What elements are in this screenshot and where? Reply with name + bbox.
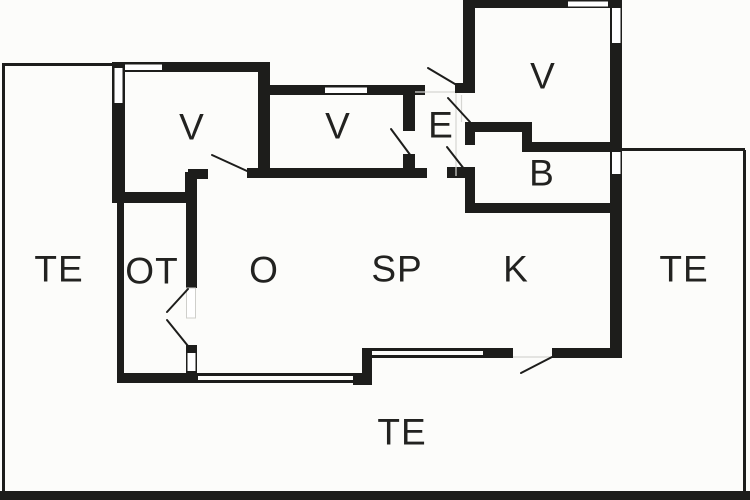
window-marker (612, 8, 621, 43)
door-swing-line (390, 128, 412, 157)
terrace-border-line (622, 148, 745, 151)
door-swing-line (447, 97, 471, 123)
room-label-ot: OT (125, 250, 179, 292)
wall-segment (463, 0, 475, 93)
wall-segment (258, 62, 270, 178)
terrace-border-line (2, 63, 113, 66)
wall-segment (362, 348, 372, 385)
room-label-e: E (428, 104, 454, 146)
wall-segment (403, 154, 415, 178)
room-label-o: O (249, 249, 279, 291)
window-band-line (198, 373, 353, 376)
room-label-b: B (529, 152, 555, 194)
terrace-border-line (743, 150, 746, 493)
wall-segment (483, 348, 513, 358)
door-swing-line (427, 67, 461, 88)
window-marker (612, 152, 621, 174)
wall-segment (117, 203, 124, 383)
door-swing-line (520, 356, 553, 374)
window-band-line (372, 348, 483, 351)
wall-segment (465, 122, 475, 145)
wall-segment (247, 168, 427, 178)
ground-line (0, 491, 750, 500)
wall-segment (522, 142, 612, 152)
wall-segment (552, 348, 617, 358)
window-marker (568, 1, 608, 7)
door-swing-line (446, 146, 469, 175)
door-swing-line (166, 319, 189, 347)
window-marker (187, 353, 196, 371)
door-leaf (186, 287, 196, 319)
windows (114, 1, 621, 371)
wall-segment (188, 169, 208, 179)
room-label-sp: SP (371, 248, 423, 290)
room-label-v-n: V (325, 105, 351, 147)
window-marker (114, 68, 123, 103)
room-label-k: K (503, 248, 529, 290)
wall-segment (112, 192, 197, 203)
room-label-v-ne: V (530, 55, 556, 97)
wall-segment (465, 168, 475, 213)
terrace-borders (0, 63, 750, 500)
door-swing-line (211, 154, 248, 172)
wall-segment (610, 0, 622, 358)
terrace-border-line (2, 63, 5, 493)
room-label-te-east: TE (659, 248, 709, 290)
room-label-te-west: TE (34, 248, 84, 290)
door-swings (166, 67, 553, 374)
room-label-v-nw: V (179, 106, 205, 148)
wall-segment (112, 62, 270, 72)
window-band-line (198, 380, 353, 383)
door-swing-line (166, 288, 189, 313)
window-marker (325, 87, 367, 93)
walls (112, 0, 622, 385)
wall-segment (186, 195, 197, 288)
wall-segment (447, 167, 475, 178)
wall-segment (117, 373, 198, 383)
wall-segment (522, 122, 532, 152)
window-marker (125, 64, 162, 70)
window-band-line (372, 355, 483, 358)
wall-segment (465, 203, 612, 213)
room-label-te-south: TE (377, 411, 427, 453)
wall-segment (463, 0, 622, 8)
wall-segment (465, 122, 532, 132)
wall-segment (403, 95, 415, 131)
